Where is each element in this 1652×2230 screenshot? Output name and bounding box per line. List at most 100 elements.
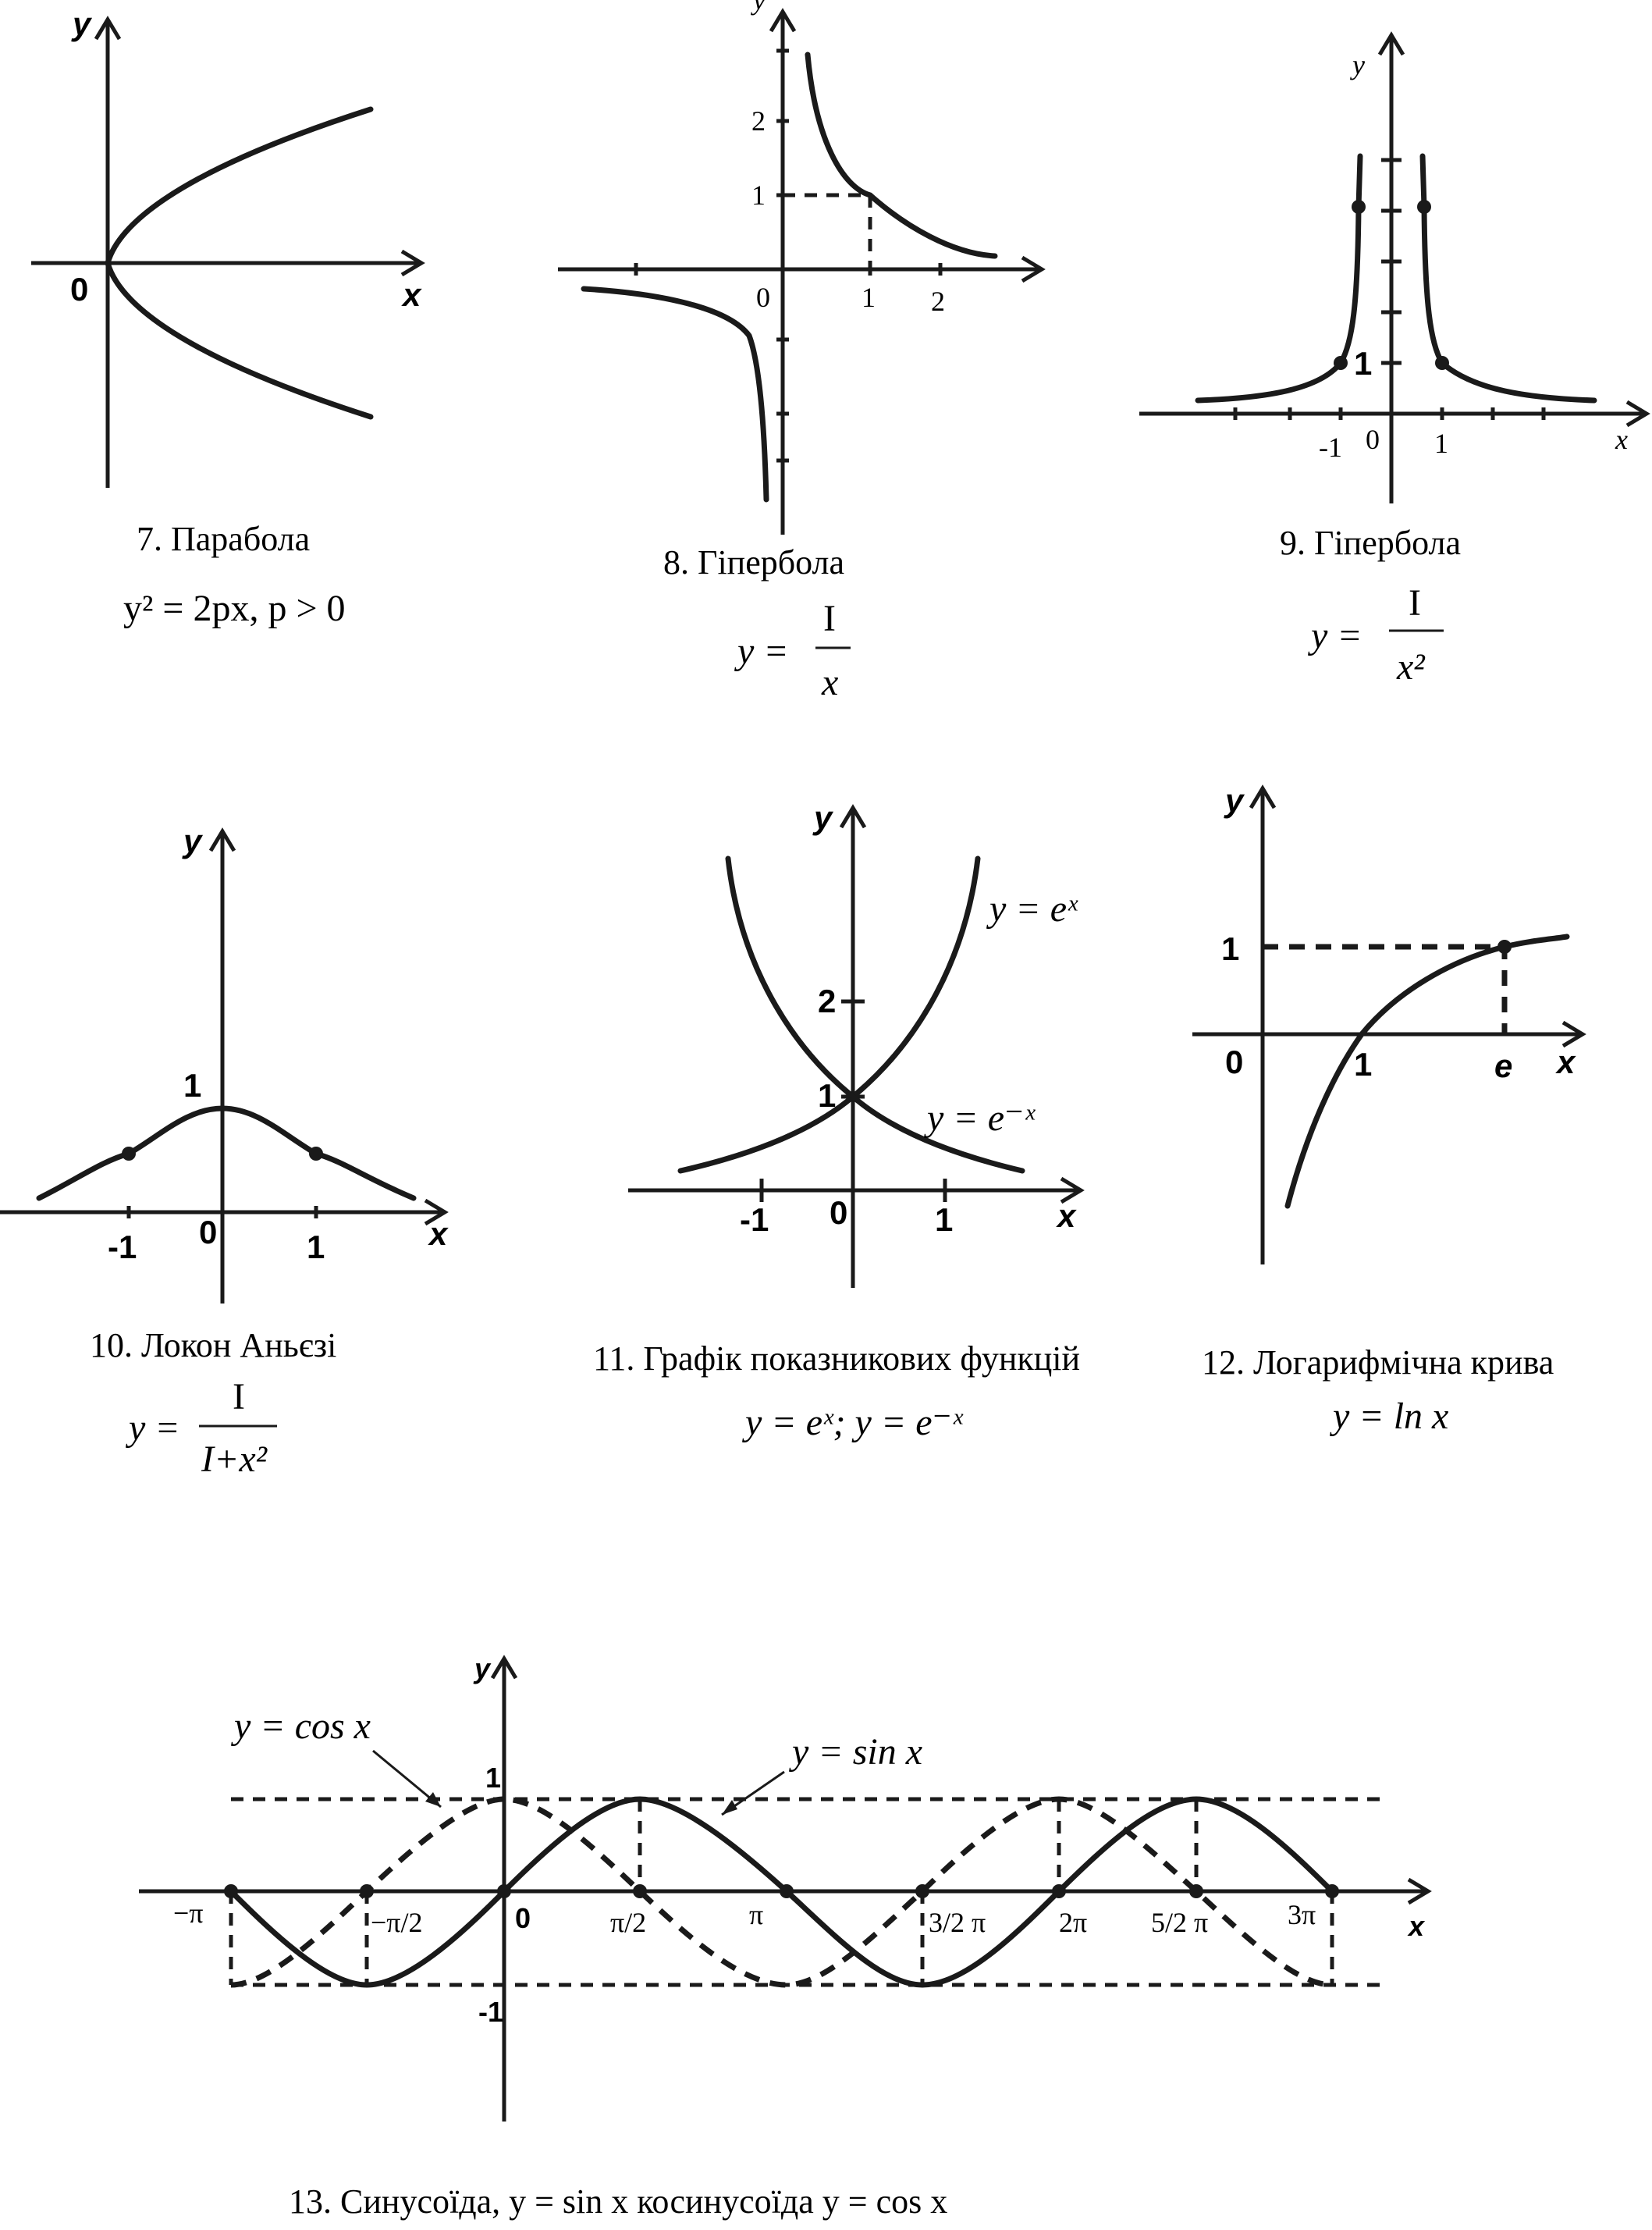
p7-caption: 7. Парабола bbox=[137, 520, 310, 558]
panel-hyperbola-1-over-x-squared: y x 0 -1 1 1 9. Гіпербола y = I x² bbox=[1139, 31, 1650, 688]
p12-y-tick-1: 1 bbox=[1221, 930, 1239, 967]
p13-label-sin: y = sin x bbox=[788, 1731, 922, 1773]
p9-point bbox=[1352, 200, 1366, 214]
p13-cosine-curve bbox=[230, 1796, 1333, 1988]
p13-point bbox=[1325, 1884, 1339, 1898]
p9-x-arrow bbox=[1625, 400, 1650, 428]
p10-formula-den: I+x² bbox=[201, 1439, 268, 1480]
p10-formula-num: I bbox=[233, 1376, 245, 1417]
p13-point bbox=[633, 1884, 647, 1898]
panel-sine-cosine: y = cos x y = sin x y x 0 1 -1 −π −π/2 π… bbox=[139, 1652, 1432, 2221]
p9-formula-num: I bbox=[1409, 582, 1421, 624]
p12-caption: 12. Логарифмічна крива bbox=[1202, 1343, 1554, 1382]
p13-x-tick-minus-pi-half: −π/2 bbox=[371, 1907, 422, 1938]
p7-x-label: x bbox=[401, 276, 422, 313]
p12-x-tick-e: e bbox=[1494, 1047, 1512, 1084]
p11-label-e-pow-x: y = eˣ bbox=[986, 888, 1078, 930]
p13-cos-leader-arrow bbox=[425, 1792, 441, 1807]
p12-x-tick-1: 1 bbox=[1354, 1046, 1372, 1083]
p9-point bbox=[1417, 200, 1431, 214]
p13-x-tick-two-pi: 2π bbox=[1059, 1907, 1087, 1938]
p13-point bbox=[915, 1884, 929, 1898]
p12-x-label: x bbox=[1555, 1044, 1576, 1080]
p8-origin-label: 0 bbox=[756, 282, 770, 313]
p11-curve-e-pow-minus-x bbox=[725, 855, 1025, 1174]
p10-x-tick-1: 1 bbox=[307, 1229, 325, 1265]
p8-guide-1-1 bbox=[783, 193, 872, 269]
p8-x-tick-2: 2 bbox=[931, 286, 945, 317]
p13-sin-leader-arrow bbox=[722, 1800, 737, 1815]
panel-witch-of-agnesi: y x 0 -1 1 1 10. Локон Аньєзі y = I I+x² bbox=[0, 823, 449, 1480]
p10-y-arrow bbox=[208, 827, 236, 852]
p11-x-tick-1: 1 bbox=[935, 1201, 953, 1238]
p11-x-arrow bbox=[1060, 1176, 1085, 1204]
p13-y-label: y bbox=[473, 1652, 492, 1684]
p12-x-arrow bbox=[1561, 1020, 1586, 1048]
panel-logarithmic-curve: y x 0 1 e 1 12. Логарифмічна крива y = l… bbox=[1192, 782, 1586, 1437]
p13-x-tick-minus-pi: −π bbox=[173, 1897, 203, 1929]
p8-x-arrow bbox=[1021, 255, 1046, 283]
p12-y-label: y bbox=[1224, 782, 1245, 819]
p8-y-tick-2: 2 bbox=[751, 105, 766, 137]
p13-point bbox=[1052, 1884, 1066, 1898]
p8-formula-den: x bbox=[821, 662, 838, 703]
p11-y-tick-1: 1 bbox=[818, 1077, 836, 1114]
p9-point bbox=[1334, 356, 1348, 370]
p13-y-tick-minus1: -1 bbox=[478, 1996, 503, 2028]
p13-x-arrow bbox=[1407, 1877, 1432, 1905]
p7-x-arrow bbox=[400, 249, 425, 277]
p9-x-label: x bbox=[1615, 424, 1628, 455]
p12-origin-label: 0 bbox=[1225, 1044, 1243, 1080]
p10-x-arrow bbox=[424, 1198, 449, 1226]
p13-label-cos: y = cos x bbox=[230, 1705, 371, 1747]
p10-x-tick-minus1: -1 bbox=[108, 1229, 137, 1265]
p12-ln-curve bbox=[1284, 934, 1570, 1209]
p11-y-arrow bbox=[839, 804, 867, 829]
p10-point bbox=[122, 1147, 136, 1161]
p8-hyperbola-right-branch bbox=[805, 52, 998, 259]
p13-origin-label: 0 bbox=[515, 1902, 531, 1934]
p13-y-tick-1: 1 bbox=[485, 1762, 501, 1794]
p13-point bbox=[780, 1884, 794, 1898]
p8-formula-lhs: y = bbox=[734, 631, 789, 672]
panel-exponential-functions: y x 0 -1 1 1 2 y = eˣ y = e⁻ˣ 11. Графік… bbox=[593, 799, 1085, 1443]
p10-caption: 10. Локон Аньєзі bbox=[90, 1326, 336, 1364]
p10-formula-lhs: y = bbox=[125, 1407, 180, 1449]
p10-y-label: y bbox=[182, 823, 204, 859]
p11-caption: 11. Графік показникових функцій bbox=[593, 1339, 1080, 1378]
p9-y-arrow bbox=[1377, 31, 1405, 56]
p12-point bbox=[1497, 940, 1512, 954]
p9-point bbox=[1435, 356, 1449, 370]
p13-y-arrow bbox=[490, 1655, 518, 1680]
p9-y-label: y bbox=[1350, 49, 1365, 80]
p9-formula-den: x² bbox=[1396, 646, 1426, 688]
p7-formula: y² = 2px, p > 0 bbox=[123, 588, 346, 629]
p11-formula: y = eˣ; y = e⁻ˣ bbox=[741, 1402, 964, 1443]
p13-point bbox=[1189, 1884, 1203, 1898]
p13-x-tick-three-pi: 3π bbox=[1288, 1899, 1316, 1930]
p13-x-tick-pi: π bbox=[749, 1899, 763, 1930]
p7-parabola-lower bbox=[105, 260, 374, 420]
p11-y-tick-2: 2 bbox=[818, 983, 836, 1019]
p9-x-tick-1: 1 bbox=[1434, 428, 1448, 459]
p13-point bbox=[360, 1884, 374, 1898]
p11-x-label: x bbox=[1056, 1197, 1077, 1234]
p10-agnesi-curve bbox=[36, 1105, 417, 1201]
p12-y-arrow bbox=[1249, 784, 1277, 809]
p11-x-tick-minus1: -1 bbox=[740, 1201, 769, 1238]
p7-parabola-upper bbox=[105, 106, 374, 266]
p13-point bbox=[224, 1884, 238, 1898]
p13-x-label: x bbox=[1407, 1910, 1426, 1942]
p7-y-label: y bbox=[71, 5, 93, 42]
p8-hyperbola-left-branch bbox=[581, 286, 769, 503]
p11-y-label: y bbox=[812, 799, 834, 836]
p13-caption: 13. Синусоїда, y = sin x косинусоїда y =… bbox=[289, 2182, 947, 2221]
p10-y-tick-1: 1 bbox=[183, 1067, 201, 1104]
p8-y-label: y bbox=[751, 0, 766, 16]
p8-y-tick-1: 1 bbox=[751, 180, 766, 211]
p11-origin-label: 0 bbox=[830, 1194, 847, 1231]
p7-origin-label: 0 bbox=[70, 271, 88, 308]
p8-y-arrow bbox=[769, 8, 797, 33]
p9-x-tick-minus1: -1 bbox=[1319, 432, 1342, 463]
